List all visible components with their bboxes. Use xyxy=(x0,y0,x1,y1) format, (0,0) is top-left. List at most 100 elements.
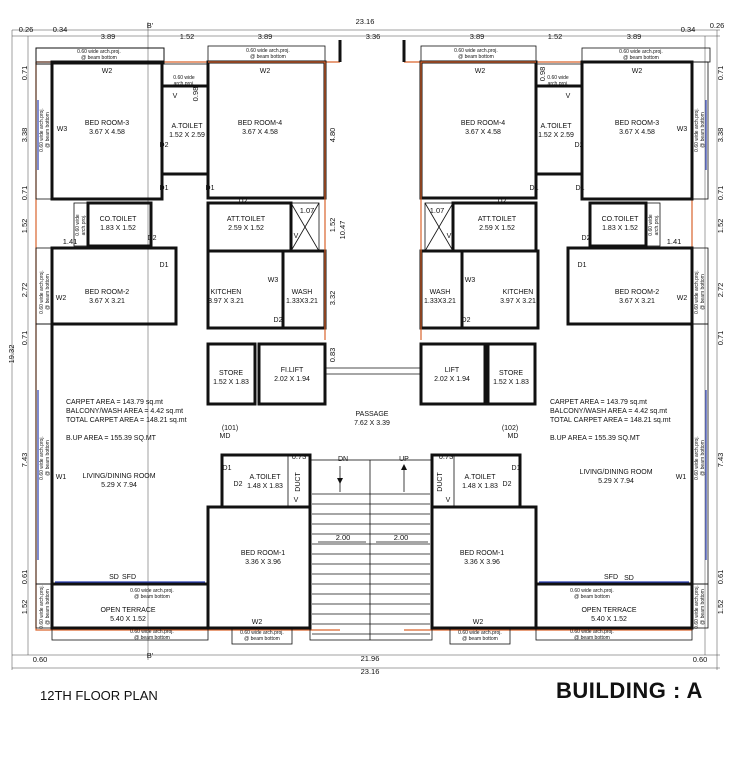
area-balcony-right: BALCONY/WASH AREA = 4.42 sq.mt xyxy=(550,408,667,415)
room-label-bedroom-2-right: BED ROOM-2 xyxy=(615,289,659,296)
area-balcony-left: BALCONY/WASH AREA = 4.42 sq.mt xyxy=(66,408,183,415)
vent-v-f: V xyxy=(446,497,451,504)
arch-note-v1-2: @ beam bottom xyxy=(45,112,51,148)
bedroom-1-walls-left xyxy=(206,505,312,630)
door-d2-b: D2 xyxy=(239,198,248,205)
dim-152-r2: 1.52 xyxy=(716,600,725,615)
arch-note-vr1-2: @ beam bottom xyxy=(700,112,706,148)
room-label-co-toilet-right: CO.TOILET xyxy=(602,216,640,223)
arch-note-ws-2: arch.proj. xyxy=(174,81,195,87)
dim-083-left: 0.83 xyxy=(328,348,337,363)
dim-073-left: 0.73 xyxy=(292,452,307,461)
arch-note-vr3-2: @ beam bottom xyxy=(700,440,706,476)
dim-152-b: 1.52 xyxy=(548,32,563,41)
lift-walls xyxy=(419,342,487,406)
room-label-atoilet-top-right: A.TOILET xyxy=(541,123,573,130)
dim-071-r3: 0.71 xyxy=(716,331,725,346)
arch-note-tc-2: @ beam bottom xyxy=(250,54,286,60)
door-d2-f: D2 xyxy=(575,142,584,149)
room-label-bedroom-3-right: BED ROOM-3 xyxy=(615,120,659,127)
dim-152-l1: 1.52 xyxy=(20,219,29,234)
door-d1-f: D1 xyxy=(530,185,539,192)
dim-060-left: 0.60 xyxy=(33,655,48,664)
dim-stair-right: 2.00 xyxy=(394,533,409,542)
room-size-bedroom-4-right: 3.67 X 4.58 xyxy=(465,129,501,136)
door-d1-h: D1 xyxy=(512,465,521,472)
dim-480-left: 4.80 xyxy=(328,128,337,143)
room-size-co-toilet-right: 1.83 X 1.52 xyxy=(602,225,638,232)
arch-note-tcr-1: 0.60 wide arch.proj. xyxy=(454,48,498,54)
central-core xyxy=(309,40,433,641)
area-bup-right: B.UP AREA = 155.39 SQ.MT xyxy=(550,435,641,442)
arch-note-br3-2: @ beam bottom xyxy=(462,636,498,642)
arch-note-br1-2: @ beam bottom xyxy=(574,594,610,600)
window-w2-h: W2 xyxy=(473,619,484,626)
dim-332-left: 3.32 xyxy=(328,291,337,306)
dim-071-l1: 0.71 xyxy=(20,66,29,81)
room-size-att-toilet-right: 2.59 X 1.52 xyxy=(479,225,515,232)
door-d2-e: D2 xyxy=(234,481,243,488)
dim-inner-width: 21.96 xyxy=(361,654,380,663)
window-w2-e: W2 xyxy=(475,68,486,75)
arch-note-vr5-2: arch.proj. xyxy=(654,215,660,236)
room-size-atoilet-top: 1.52 X 2.59 xyxy=(169,132,205,139)
vent-v-a: V xyxy=(173,93,178,100)
room-label-wash-right: WASH xyxy=(430,289,451,296)
room-label-co-toilet: CO.TOILET xyxy=(100,216,138,223)
main-door-label-right: MD xyxy=(508,433,519,440)
balcony-strip-top-left xyxy=(35,47,165,65)
atoilet-top-left xyxy=(160,84,210,176)
flat-number-102: (102) xyxy=(502,425,518,432)
arch-note-br2-1: 0.60 wide arch.proj. xyxy=(570,629,614,635)
dim-152-r1: 1.52 xyxy=(716,219,725,234)
door-sfd-left: SFD xyxy=(122,574,136,581)
room-label-living: LIVING/DINING ROOM xyxy=(82,473,155,480)
room-size-store: 1.52 X 1.83 xyxy=(213,379,249,386)
dim-061-l: 0.61 xyxy=(20,570,29,585)
bedroom-2-walls xyxy=(50,246,178,326)
vent-v-d: V xyxy=(566,93,571,100)
door-d2-i: D2 xyxy=(462,317,471,324)
duct-label-right: DUCT xyxy=(437,472,444,492)
dim-1047: 10.47 xyxy=(338,221,347,240)
arch-note-b2-2: @ beam bottom xyxy=(134,635,170,641)
room-label-atoilet-top: A.TOILET xyxy=(172,123,204,130)
room-size-wash-right: 1.33X3.21 xyxy=(424,298,456,305)
room-label-bedroom-4: BED ROOM-4 xyxy=(238,120,282,127)
section-marker-bottom: B' xyxy=(147,651,154,660)
arch-note-b1-1: 0.60 wide arch.proj. xyxy=(130,588,174,594)
room-label-bedroom-1: BED ROOM-1 xyxy=(241,550,285,557)
vent-v-b: V xyxy=(294,233,299,240)
arch-note-vr2-2: @ beam bottom xyxy=(700,274,706,310)
door-d1-a: D1 xyxy=(160,185,169,192)
room-size-living: 5.29 X 7.94 xyxy=(101,482,137,489)
dim-389-d: 3.89 xyxy=(627,32,642,41)
dim-071-r2: 0.71 xyxy=(716,186,725,201)
arch-note-br2-2: @ beam bottom xyxy=(574,635,610,641)
arch-note-wsr-2: arch.proj. xyxy=(548,81,569,87)
room-label-store-right: STORE xyxy=(499,370,523,377)
room-label-store: STORE xyxy=(219,370,243,377)
dim-743-r: 7.43 xyxy=(716,453,725,468)
store-walls-left xyxy=(206,342,257,406)
arch-note-vr4-1: 0.60 wide arch.proj. xyxy=(694,585,700,629)
bedroom-1-walls-right xyxy=(430,505,538,630)
dim-107-right: 1.07 xyxy=(430,206,445,215)
window-w2-d: W2 xyxy=(252,619,263,626)
flat-number-101: (101) xyxy=(222,425,238,432)
main-door-label-left: MD xyxy=(220,433,231,440)
arch-note-tc-1: 0.60 wide arch.proj. xyxy=(246,48,290,54)
window-w3-kitchen-right: W3 xyxy=(465,277,476,284)
room-label-lift: LIFT xyxy=(445,367,460,374)
door-d1-e: D1 xyxy=(576,185,585,192)
room-size-living-right: 5.29 X 7.94 xyxy=(598,478,634,485)
window-w3-right: W3 xyxy=(677,126,688,133)
room-size-passage: 7.62 X 3.39 xyxy=(354,420,390,427)
room-size-lift: 2.02 X 1.94 xyxy=(434,376,470,383)
arch-note-tcr-2: @ beam bottom xyxy=(458,54,494,60)
room-size-atoilet-top-right: 1.52 X 2.59 xyxy=(538,132,574,139)
room-size-kitchen-right: 3.97 X 3.21 xyxy=(500,298,536,305)
room-size-bedroom-1-right: 3.36 X 3.96 xyxy=(464,559,500,566)
door-d2-j: D2 xyxy=(503,481,512,488)
door-d1-d: D1 xyxy=(223,465,232,472)
